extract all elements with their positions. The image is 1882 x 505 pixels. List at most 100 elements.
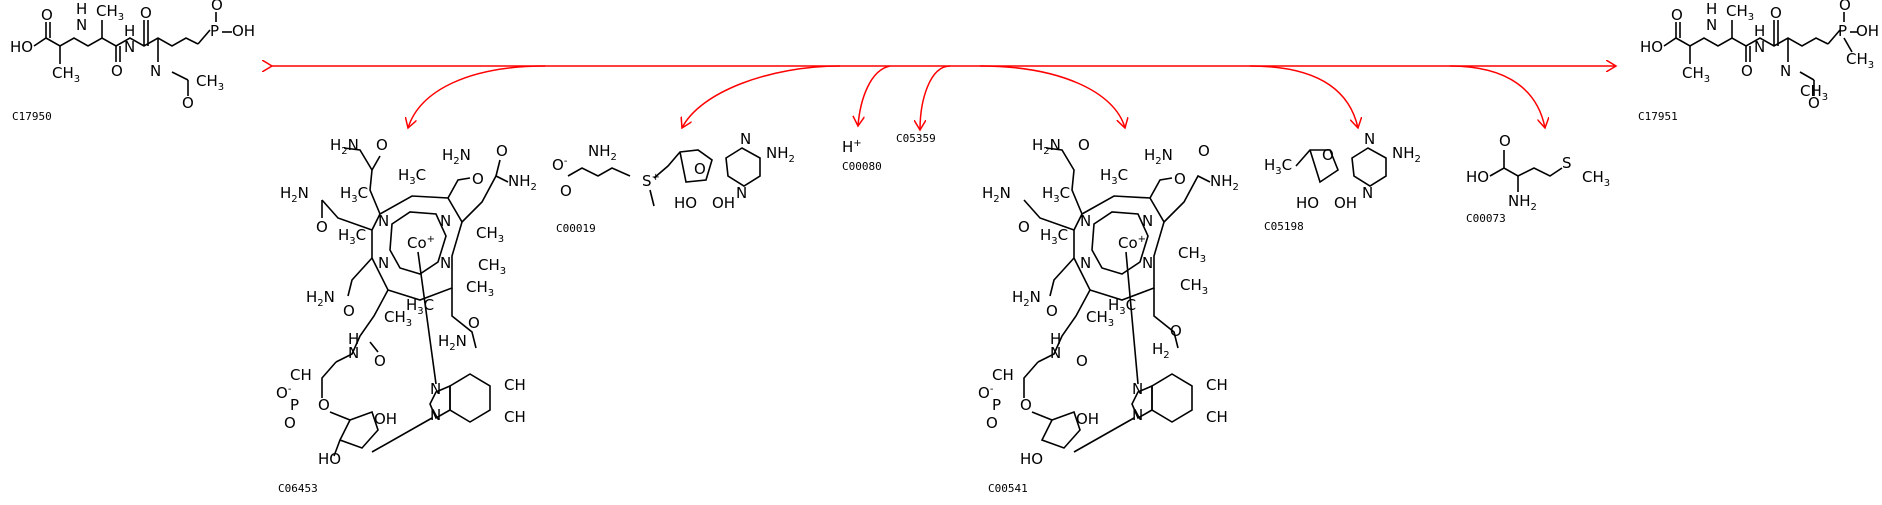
svg-text:O: O: [1322, 146, 1334, 164]
svg-text:CH3: CH3: [1178, 244, 1206, 265]
svg-text:N: N: [1080, 254, 1091, 272]
svg-text:CH3: CH3: [384, 308, 412, 329]
label-c05359[interactable]: C05359: [896, 132, 936, 145]
svg-text:O-: O-: [978, 384, 994, 402]
svg-text:H3C: H3C: [340, 184, 368, 205]
molecule-c00073[interactable]: HO O NH2 S CH3: [1466, 132, 1610, 213]
svg-text:CH: CH: [504, 376, 526, 394]
label-c00541[interactable]: C00541: [988, 482, 1028, 495]
svg-text:O: O: [1671, 6, 1683, 24]
svg-text:N: N: [440, 212, 451, 230]
label-c05198[interactable]: C05198: [1264, 220, 1304, 233]
svg-text:H2N: H2N: [442, 146, 471, 167]
molecule-c00019[interactable]: O- O NH2 S+ O HO OH N N NH2: [552, 130, 795, 212]
svg-text:O: O: [1170, 322, 1182, 340]
svg-text:O: O: [1018, 218, 1030, 236]
svg-text:O: O: [694, 160, 706, 178]
svg-text:H: H: [1754, 22, 1765, 40]
svg-text:H3C: H3C: [1040, 226, 1068, 247]
svg-text:N: N: [1050, 344, 1061, 362]
svg-text:CH3: CH3: [96, 2, 124, 23]
svg-text:CH3: CH3: [52, 64, 80, 85]
label-c00080[interactable]: C00080: [842, 160, 882, 173]
svg-text:O-: O-: [276, 384, 292, 402]
svg-text:CH3: CH3: [1682, 64, 1710, 85]
label-c00019[interactable]: C00019: [556, 222, 596, 235]
molecule-c05198[interactable]: H3C O HO OH N N NH2: [1264, 130, 1421, 212]
svg-text:O: O: [560, 182, 572, 200]
molecule-c00080[interactable]: H+: [842, 138, 862, 156]
svg-text:H2N: H2N: [1012, 288, 1041, 309]
svg-text:H3C: H3C: [1100, 166, 1128, 187]
side-arrow-c00080: [858, 65, 891, 126]
svg-text:CH: CH: [504, 408, 526, 426]
svg-text:O: O: [318, 396, 330, 414]
svg-text:OH: OH: [374, 410, 397, 428]
svg-text:N: N: [348, 344, 359, 362]
svg-text:H2N: H2N: [438, 332, 467, 353]
label-c06453[interactable]: C06453: [278, 482, 318, 495]
svg-text:O: O: [1499, 132, 1511, 150]
svg-text:NH2: NH2: [588, 142, 617, 163]
svg-text:OH: OH: [1334, 194, 1357, 212]
svg-text:HO: HO: [318, 450, 341, 468]
label-c17951[interactable]: C17951: [1638, 110, 1678, 123]
svg-text:OH: OH: [1076, 410, 1099, 428]
svg-text:N: N: [1362, 184, 1373, 202]
svg-text:CH3: CH3: [1800, 82, 1828, 103]
svg-text:HO: HO: [1640, 38, 1663, 56]
reaction-arrows: [272, 66, 1616, 130]
molecule-c06453[interactable]: Co+ N N N N H2N O H3C H2N O H3C H3C H2N …: [276, 136, 537, 468]
svg-text:H2: H2: [1152, 340, 1170, 361]
label-c17950[interactable]: C17950: [12, 110, 52, 123]
svg-text:H2N: H2N: [280, 184, 309, 205]
svg-text:H3C: H3C: [1042, 184, 1070, 205]
svg-text:Co+: Co+: [407, 234, 435, 252]
svg-text:N: N: [1754, 38, 1765, 56]
svg-text:O: O: [284, 414, 296, 432]
svg-text:H: H: [348, 330, 359, 348]
svg-text:N: N: [378, 254, 389, 272]
svg-text:H: H: [1050, 330, 1061, 348]
svg-text:H2N: H2N: [1144, 146, 1173, 167]
svg-text:HO: HO: [10, 38, 33, 56]
svg-text:H+: H+: [842, 138, 862, 156]
svg-text:H3C: H3C: [1264, 156, 1292, 177]
svg-text:H3C: H3C: [338, 226, 366, 247]
label-c00073[interactable]: C00073: [1466, 212, 1506, 225]
svg-text:CH3: CH3: [196, 72, 224, 93]
svg-text:H2N: H2N: [982, 184, 1011, 205]
svg-text:N: N: [1780, 62, 1791, 80]
svg-text:NH2: NH2: [766, 144, 795, 165]
svg-text:N: N: [440, 254, 451, 272]
svg-text:O: O: [1020, 396, 1032, 414]
svg-text:N: N: [150, 62, 161, 80]
side-arrow-c05198: [1249, 65, 1358, 128]
molecule-c00541[interactable]: Co+ N N N N H2N O H3C H2N O H3C H3C H2N …: [978, 136, 1239, 468]
svg-text:OH: OH: [1856, 22, 1879, 40]
svg-text:O: O: [1078, 136, 1090, 154]
svg-text:O-: O-: [552, 156, 568, 174]
svg-text:O: O: [211, 0, 223, 14]
molecule-c17950[interactable]: HO O CH3 N H CH3 O N H O N O CH3 P O OH: [10, 0, 255, 112]
svg-text:P: P: [1838, 22, 1847, 40]
side-arrow-c00541: [979, 65, 1125, 128]
svg-text:N: N: [378, 212, 389, 230]
svg-text:O: O: [1808, 94, 1820, 112]
svg-text:O: O: [1046, 302, 1058, 320]
molecule-c17951[interactable]: HO O CH3 N H CH3 O N H O N O CH3 P O OH …: [1640, 0, 1879, 112]
svg-text:CH3: CH3: [466, 278, 494, 299]
svg-text:H: H: [76, 0, 87, 18]
svg-text:H2N: H2N: [1032, 136, 1061, 157]
svg-text:O: O: [343, 302, 355, 320]
svg-text:P: P: [210, 22, 219, 40]
svg-text:H2N: H2N: [306, 288, 335, 309]
svg-text:P: P: [992, 396, 1001, 414]
svg-text:HO: HO: [1020, 450, 1043, 468]
svg-text:NH2: NH2: [1210, 172, 1239, 193]
svg-text:N: N: [430, 380, 441, 398]
svg-text:N: N: [1706, 16, 1717, 34]
svg-text:CH: CH: [992, 366, 1014, 384]
svg-text:O: O: [1174, 170, 1186, 188]
